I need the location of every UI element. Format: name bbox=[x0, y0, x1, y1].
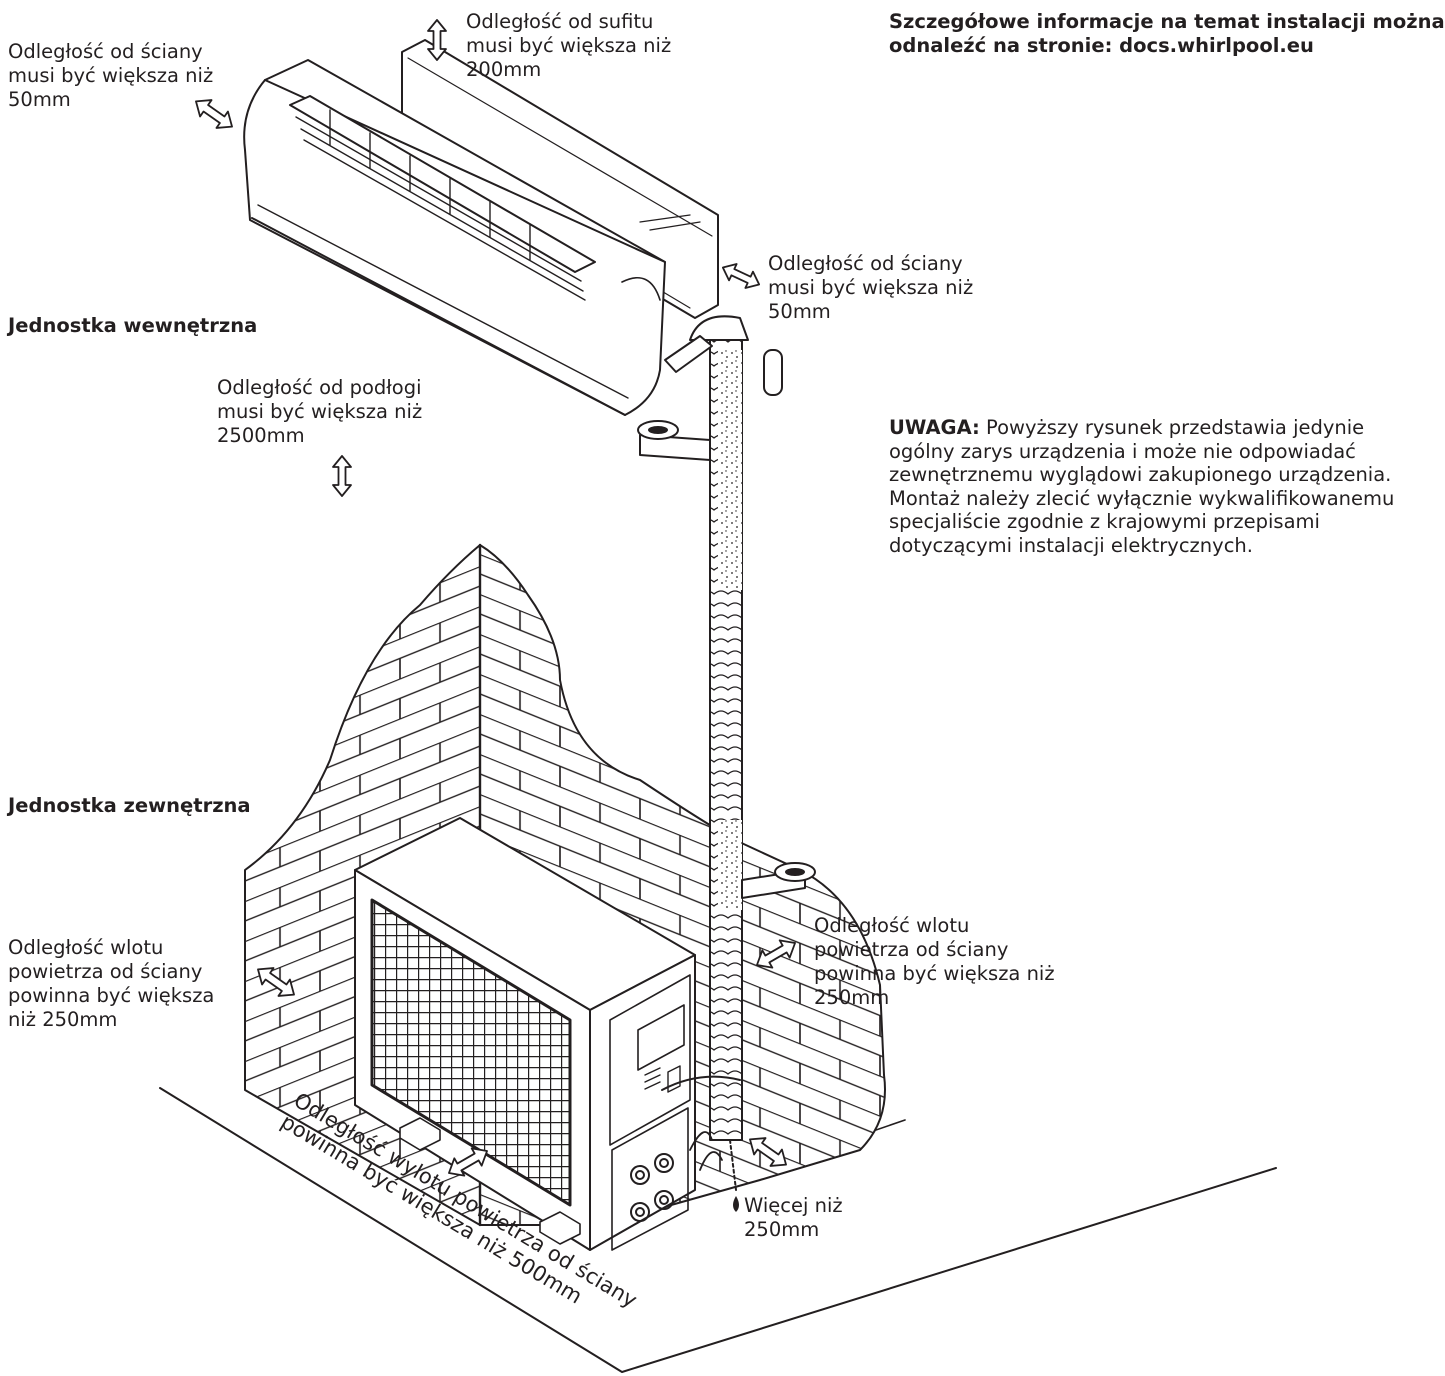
install-info-line2: odnaleźć na stronie: docs.whirlpool.eu bbox=[889, 34, 1314, 57]
outdoor-unit-title: Jednostka zewnętrzna bbox=[8, 794, 251, 817]
indoor-unit-title: Jednostka wewnętrzna bbox=[8, 314, 258, 337]
install-info-line1: Szczegółowe informacje na temat instalac… bbox=[889, 10, 1445, 33]
double-arrow-icon bbox=[332, 455, 352, 497]
inlet-clearance-left-label: Odległość wlotu powietrza od ściany powi… bbox=[8, 936, 215, 1031]
double-arrow-icon bbox=[427, 19, 447, 61]
pipe-clamp-lower bbox=[741, 862, 816, 899]
double-arrow-icon bbox=[721, 263, 761, 289]
double-arrow-icon bbox=[749, 1137, 787, 1167]
double-arrow-icon bbox=[756, 939, 796, 969]
double-arrow-icon bbox=[195, 99, 233, 129]
wall-clearance-left-label: Odległość od ściany musi być większa niż… bbox=[8, 40, 214, 111]
refrigerant-pipe bbox=[661, 315, 783, 1212]
pipe-clamp-upper bbox=[637, 420, 711, 461]
indoor-unit bbox=[243, 59, 666, 416]
drain-clearance-label: Więcej niż 250mm bbox=[744, 1194, 843, 1241]
double-arrow-icon bbox=[448, 1147, 488, 1177]
floor-clearance-label: Odległość od podłogi musi być większa ni… bbox=[217, 376, 423, 447]
warning-note-text: Powyższy rysunek przedstawia jedynie ogó… bbox=[889, 416, 1395, 557]
inlet-clearance-right-label: Odległość wlotu powietrza od ściany powi… bbox=[814, 914, 1055, 1009]
warning-note-heading: UWAGA: bbox=[889, 416, 980, 439]
install-info-header: Szczegółowe informacje na temat instalac… bbox=[889, 10, 1445, 58]
outdoor-unit bbox=[354, 817, 696, 1251]
wall-clearance-right-label: Odległość od ściany musi być większa niż… bbox=[768, 252, 974, 323]
double-arrow-icon bbox=[257, 967, 295, 997]
warning-note: UWAGA: Powyższy rysunek przedstawia jedy… bbox=[889, 416, 1434, 557]
ceiling-clearance-label: Odległość od sufitu musi być większa niż… bbox=[466, 10, 672, 81]
